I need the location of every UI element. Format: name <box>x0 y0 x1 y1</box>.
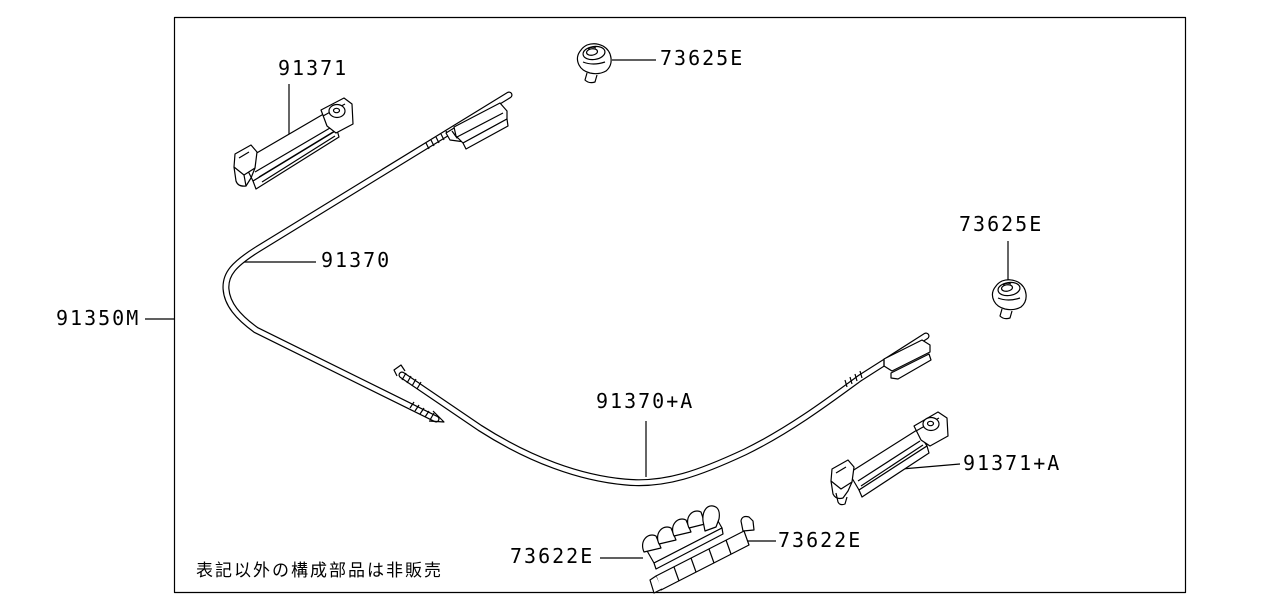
cable-front-guide-bracket <box>445 102 509 150</box>
diagram-border <box>173 16 1187 594</box>
part-clip-right-73625E <box>991 279 1027 320</box>
part-cable-rear-91370A <box>393 332 930 487</box>
label-clip-top-73625E: 73625E <box>660 46 745 70</box>
label-cable-front-91370: 91370 <box>321 248 392 272</box>
label-assembly-91350M: 91350M <box>56 306 141 330</box>
part-slider-front-91371 <box>233 97 354 190</box>
footnote-text: 表記以外の構成部品は非販売 <box>196 561 443 581</box>
label-packing-left-73622E: 73622E <box>510 544 595 568</box>
part-clip-top-73625E <box>576 43 612 84</box>
label-packing-right-73622E: 73622E <box>778 528 863 552</box>
label-cable-rear-91370A: 91370+A <box>596 389 695 413</box>
part-cable-front-91370 <box>222 91 513 423</box>
part-packing-73622E <box>642 505 755 594</box>
label-slider-front-91371: 91371 <box>278 56 349 80</box>
label-slider-rear-91371A: 91371+A <box>963 451 1062 475</box>
part-slider-rear-91371A <box>830 411 949 506</box>
cable-rear-guide-bracket <box>883 339 932 380</box>
cable-thread-marks <box>401 130 863 421</box>
label-clip-right-73625E: 73625E <box>959 212 1044 236</box>
